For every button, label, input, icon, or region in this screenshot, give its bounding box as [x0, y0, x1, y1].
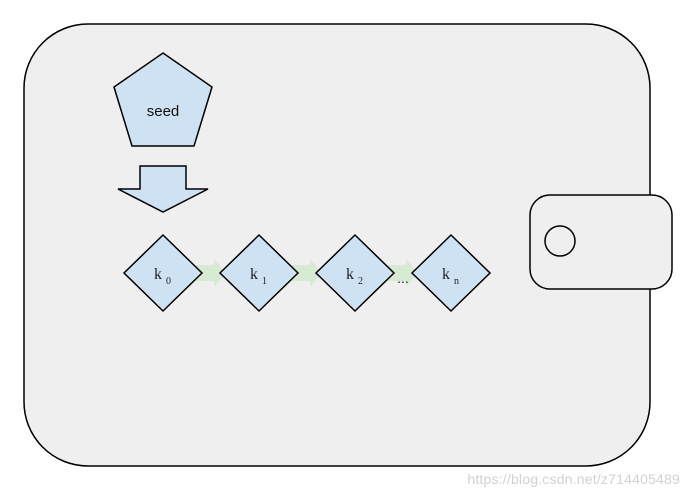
- key-node: k n: [410, 233, 492, 313]
- connector-2-n: [388, 259, 418, 287]
- key-subscript: 1: [262, 276, 267, 287]
- seed-pentagon: [113, 52, 213, 147]
- svg-text:1: 1: [262, 276, 267, 287]
- svg-text:0: 0: [166, 276, 171, 287]
- connector-0-1: [196, 259, 226, 287]
- key-node: k 2: [314, 233, 396, 313]
- key-subscript: n: [454, 276, 459, 287]
- key-node: k 0: [122, 233, 204, 313]
- key-diamond: [314, 233, 396, 313]
- chain-connectors: [196, 259, 418, 287]
- seed-label: seed: [147, 103, 180, 120]
- key-node: k 1: [218, 233, 300, 313]
- key-label: k: [154, 266, 162, 283]
- svg-text:2: 2: [358, 276, 363, 287]
- svg-text:k: k: [250, 266, 258, 283]
- clasp-button: [544, 225, 576, 257]
- key-diamond: [410, 233, 492, 313]
- wallet-clasp: [529, 194, 673, 290]
- watermark: https://blog.csdn.net/z714405489: [467, 471, 680, 487]
- key-subscript: 0: [166, 276, 171, 287]
- derive-down-arrow: [117, 165, 209, 213]
- key-label: k: [250, 266, 258, 283]
- key-label: k: [346, 266, 354, 283]
- key-subscript: 2: [358, 276, 363, 287]
- key-diamond: [122, 233, 204, 313]
- chain-ellipsis: ...: [397, 270, 409, 286]
- seed-node: seed: [113, 52, 213, 147]
- svg-text:n: n: [454, 276, 459, 287]
- svg-text:k: k: [154, 266, 162, 283]
- connector-1-2: [292, 259, 322, 287]
- key-label: k: [442, 266, 450, 283]
- key-diamond: [218, 233, 300, 313]
- svg-text:k: k: [346, 266, 354, 283]
- svg-text:k: k: [442, 266, 450, 283]
